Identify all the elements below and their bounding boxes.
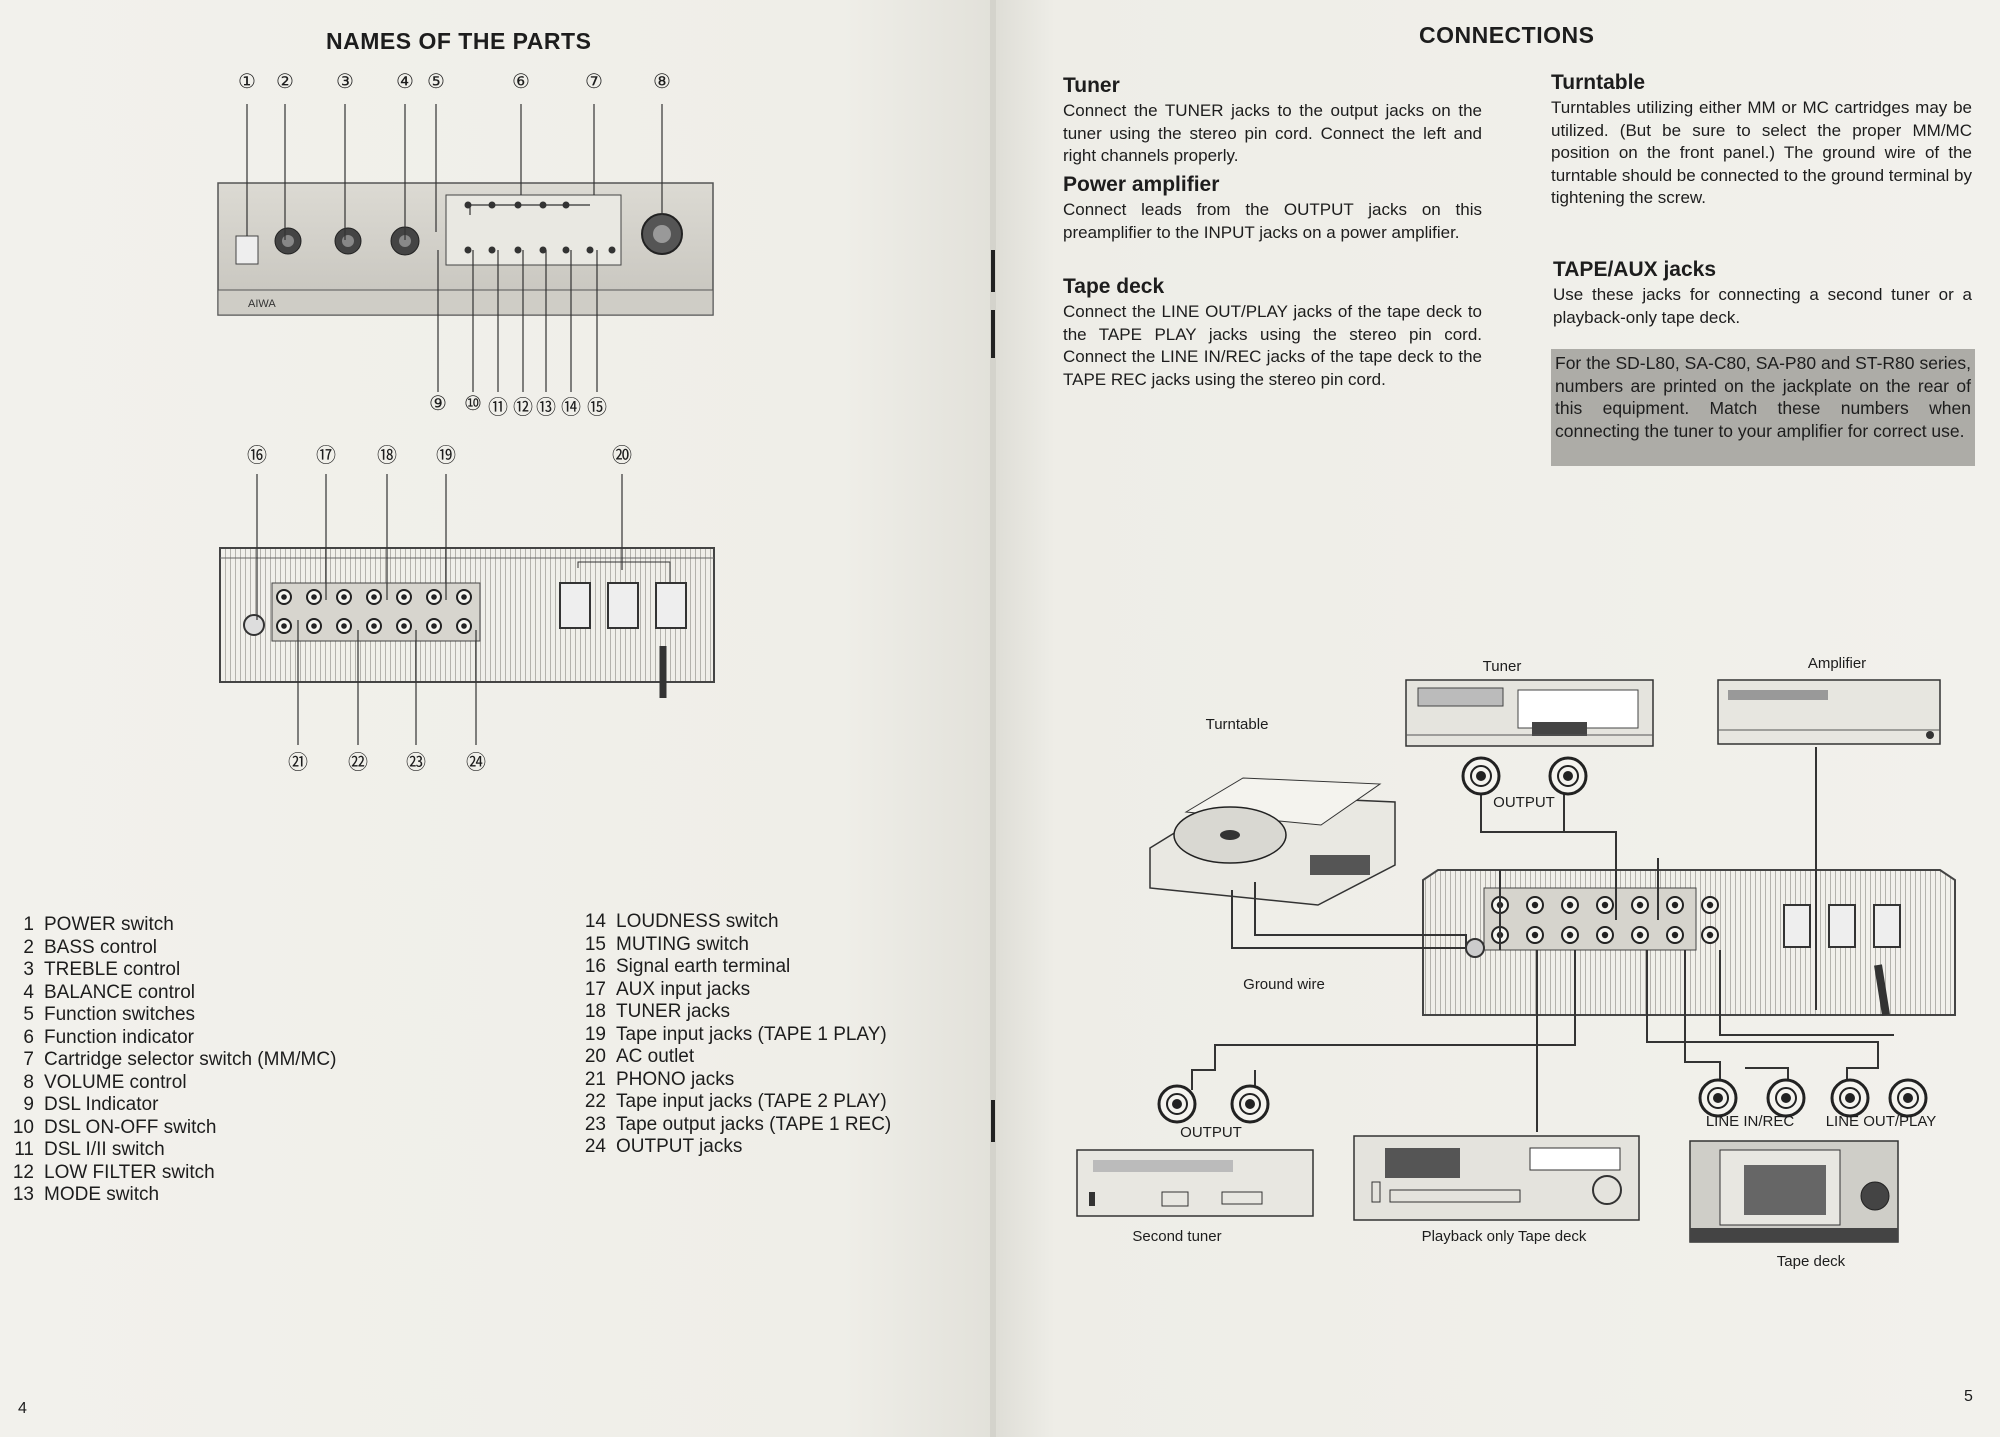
- jack-center: [281, 623, 287, 629]
- label-playback-deck: Playback only Tape deck: [1422, 1228, 1587, 1245]
- jack-center: [461, 594, 467, 600]
- jack-center: [1707, 902, 1713, 908]
- jack-center: [311, 594, 317, 600]
- label-line-in-rec: LINE IN/REC: [1706, 1113, 1794, 1130]
- rca-plug-pin: [1903, 1093, 1913, 1103]
- callout-number: ④: [396, 69, 414, 94]
- tape-deck-illustration: [1690, 1141, 1898, 1242]
- callout-number: ⑪: [488, 391, 508, 420]
- callout-number: ⑬: [536, 391, 556, 420]
- playback-deck-illustration: [1354, 1136, 1639, 1220]
- rca-plug-pin: [1172, 1099, 1182, 1109]
- jack-center: [1672, 902, 1678, 908]
- jack-center: [1707, 932, 1713, 938]
- jack-center: [1567, 902, 1573, 908]
- callout-number: ⑩: [464, 391, 482, 416]
- switch-dot: [515, 247, 522, 254]
- jack-center: [461, 623, 467, 629]
- switch-dot: [609, 247, 616, 254]
- jack-center: [1567, 932, 1573, 938]
- switch-dot: [563, 202, 570, 209]
- turntable-illustration: [1150, 778, 1395, 905]
- callout-number: ⑨: [429, 391, 447, 416]
- switch-dot: [587, 247, 594, 254]
- label-second-tuner: Second tuner: [1132, 1228, 1221, 1245]
- callout-number: ⑰: [316, 439, 336, 468]
- switch-dot: [540, 247, 547, 254]
- switch-dot: [465, 247, 472, 254]
- rca-plug-pin: [1713, 1093, 1723, 1103]
- callout-number: ㉓: [406, 746, 426, 775]
- switch-dot: [540, 202, 547, 209]
- second-tuner-illustration: [1077, 1150, 1313, 1216]
- callout-number: ⑤: [427, 69, 445, 94]
- jack-center: [1602, 902, 1608, 908]
- jack-center: [311, 623, 317, 629]
- callout-number: ㉒: [348, 746, 368, 775]
- label-turntable: Turntable: [1206, 716, 1269, 733]
- jack-center: [371, 623, 377, 629]
- jack-center: [431, 594, 437, 600]
- jack-center: [341, 623, 347, 629]
- label-ground-wire: Ground wire: [1243, 976, 1325, 993]
- callout-number: ③: [336, 69, 354, 94]
- jack-center: [371, 594, 377, 600]
- jack-center: [401, 594, 407, 600]
- label-tuner-output: OUTPUT: [1493, 794, 1555, 811]
- svg-text:AIWA: AIWA: [248, 298, 276, 310]
- tuner-illustration: [1406, 680, 1653, 746]
- jack-center: [1637, 902, 1643, 908]
- label-amplifier: Amplifier: [1808, 655, 1866, 672]
- jack-center: [1532, 902, 1538, 908]
- jack-center: [1602, 932, 1608, 938]
- rca-plug-pin: [1845, 1093, 1855, 1103]
- jack-center: [431, 623, 437, 629]
- switch-dot: [489, 247, 496, 254]
- callout-number: ⑯: [247, 439, 267, 468]
- switch-dot: [515, 202, 522, 209]
- rca-plug-pin: [1563, 771, 1573, 781]
- callout-number: ⑮: [587, 391, 607, 420]
- callout-number: ⑲: [436, 439, 456, 468]
- amplifier-illustration: [1718, 680, 1940, 744]
- callout-number: ⑧: [653, 69, 671, 94]
- callout-number: ⑱: [377, 439, 397, 468]
- callout-number: ⑦: [585, 69, 603, 94]
- label-line-out-play: LINE OUT/PLAY: [1826, 1113, 1937, 1130]
- callout-number: ㉑: [288, 746, 308, 775]
- rca-plug-pin: [1781, 1093, 1791, 1103]
- callout-number: ⑭: [561, 391, 581, 420]
- label-tape-deck: Tape deck: [1777, 1253, 1845, 1270]
- rca-plug-pin: [1476, 771, 1486, 781]
- switch-dot: [465, 202, 472, 209]
- callout-number: ⑳: [612, 439, 632, 468]
- callout-number: ②: [276, 69, 294, 94]
- jack-center: [401, 623, 407, 629]
- callout-number: ㉔: [466, 746, 486, 775]
- jack-center: [341, 594, 347, 600]
- callout-number: ⑥: [512, 69, 530, 94]
- jack-center: [281, 594, 287, 600]
- label-second-tuner-output: OUTPUT: [1180, 1124, 1242, 1141]
- rca-plug-pin: [1245, 1099, 1255, 1109]
- jack-center: [1672, 932, 1678, 938]
- callout-number: ⑫: [513, 391, 533, 420]
- switch-dot: [489, 202, 496, 209]
- jack-center: [1637, 932, 1643, 938]
- switch-dot: [563, 247, 570, 254]
- label-tuner: Tuner: [1483, 658, 1522, 675]
- jack-center: [1532, 932, 1538, 938]
- callout-number: ①: [238, 69, 256, 94]
